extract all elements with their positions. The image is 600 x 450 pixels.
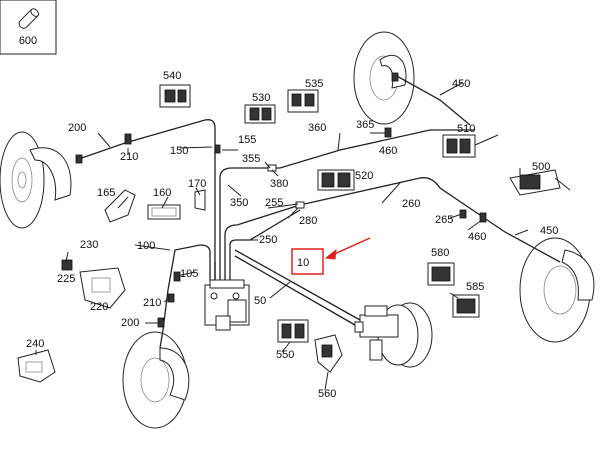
leader-lines <box>35 82 529 391</box>
label-200-top: 200 <box>68 122 86 134</box>
label-220: 220 <box>90 301 108 313</box>
abs-unit <box>204 279 250 331</box>
part-160 <box>147 204 181 220</box>
label-160: 160 <box>153 187 171 199</box>
label-460-top: 460 <box>379 145 397 157</box>
brake-pipes <box>75 74 561 349</box>
label-580: 580 <box>431 247 449 259</box>
label-520: 520 <box>355 170 373 182</box>
label-510: 510 <box>457 123 475 135</box>
part-560 <box>314 334 343 373</box>
label-265: 265 <box>435 214 453 226</box>
label-450-top: 450 <box>452 78 470 90</box>
label-600: 600 <box>19 35 37 47</box>
label-530: 530 <box>252 92 270 104</box>
label-460-bottom: 460 <box>468 231 486 243</box>
brake-disc-front-left <box>0 131 72 229</box>
part-535 <box>287 89 319 113</box>
label-155: 155 <box>238 134 256 146</box>
label-535: 535 <box>305 78 323 90</box>
fittings <box>75 72 487 328</box>
part-520 <box>317 169 355 191</box>
part-240 <box>17 349 56 383</box>
inset-600: 600 <box>0 0 57 55</box>
label-10: 10 <box>297 257 309 269</box>
brake-disc-rear-left <box>122 331 190 429</box>
label-540: 540 <box>163 70 181 82</box>
label-260: 260 <box>402 198 420 210</box>
label-200-bottom: 200 <box>121 317 139 329</box>
brake-disc-front-right <box>353 31 415 125</box>
label-150: 150 <box>170 145 188 157</box>
label-240: 240 <box>26 338 44 350</box>
label-365: 365 <box>356 119 374 131</box>
label-380: 380 <box>270 178 288 190</box>
part-585 <box>452 294 480 318</box>
part-540 <box>159 84 191 108</box>
highlight-10 <box>291 237 371 275</box>
label-585: 585 <box>466 281 484 293</box>
label-225: 225 <box>57 273 75 285</box>
label-210-top: 210 <box>120 151 138 163</box>
label-550: 550 <box>276 349 294 361</box>
part-530 <box>244 104 276 124</box>
label-50: 50 <box>254 295 266 307</box>
part-510 <box>442 134 476 158</box>
label-100: 100 <box>137 240 155 252</box>
label-250: 250 <box>259 234 277 246</box>
label-105: 105 <box>180 268 198 280</box>
part-220 <box>61 259 126 309</box>
label-230: 230 <box>80 239 98 251</box>
label-255: 255 <box>265 197 283 209</box>
label-500: 500 <box>532 161 550 173</box>
label-350: 350 <box>230 197 248 209</box>
brake-booster <box>354 302 433 368</box>
label-170: 170 <box>188 178 206 190</box>
label-360: 360 <box>308 122 326 134</box>
label-165: 165 <box>97 187 115 199</box>
label-210-bottom: 210 <box>143 297 161 309</box>
label-450-bottom: 450 <box>540 225 558 237</box>
part-580 <box>427 262 455 286</box>
part-500 <box>509 169 571 196</box>
brake-disc-rear-right <box>519 237 595 343</box>
label-560: 560 <box>318 388 336 400</box>
label-280: 280 <box>299 215 317 227</box>
part-550 <box>277 319 309 343</box>
part-170 <box>194 189 206 211</box>
label-355: 355 <box>242 153 260 165</box>
